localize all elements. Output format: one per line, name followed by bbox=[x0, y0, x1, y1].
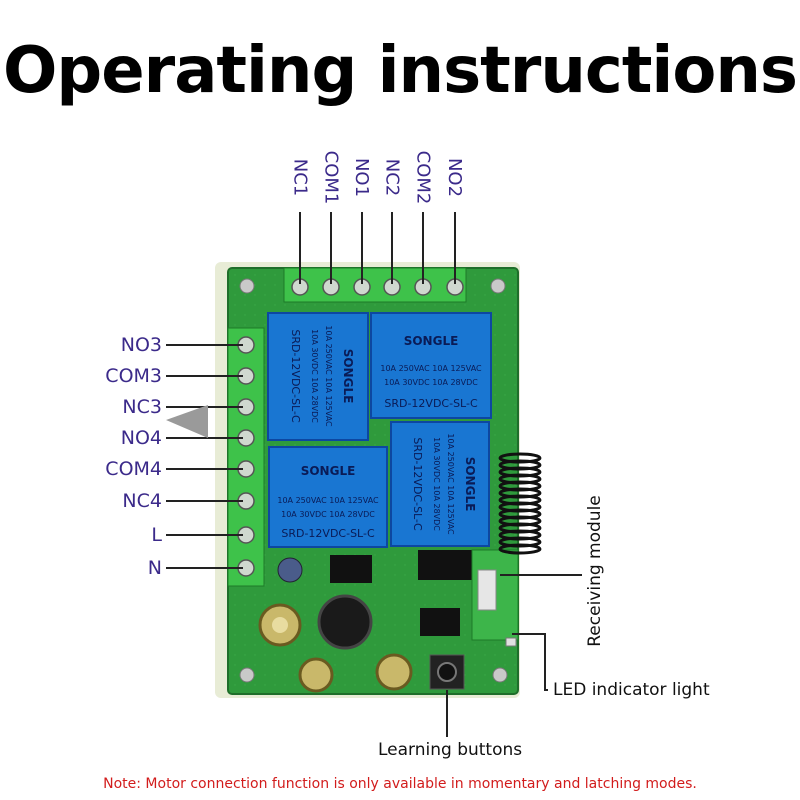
receiving-module-label: Receiving module bbox=[585, 495, 605, 647]
top-terminal-label-com2: COM2 bbox=[412, 150, 434, 204]
left-terminal-label-no3: NO3 bbox=[120, 334, 162, 356]
left-terminal-label-no4: NO4 bbox=[120, 427, 162, 449]
learning-button bbox=[429, 654, 465, 690]
svg-text:10A 250VAC 10A 125VAC: 10A 250VAC 10A 125VAC bbox=[324, 325, 333, 427]
mounting-holes bbox=[239, 278, 508, 683]
ic-chip bbox=[330, 550, 478, 636]
relay-3: SONGLE 10A 250VAC 10A 125VAC 10A 30VDC 1… bbox=[268, 446, 388, 548]
left-terminal-label-nc4: NC4 bbox=[122, 490, 162, 512]
led-indicator-label: LED indicator light bbox=[553, 680, 710, 700]
top-terminal-label-com1: COM1 bbox=[320, 150, 342, 204]
left-terminal-label-l: L bbox=[151, 524, 162, 546]
svg-text:SRD-12VDC-SL-C: SRD-12VDC-SL-C bbox=[281, 527, 375, 540]
note-text: Note: Motor connection function is only … bbox=[103, 776, 697, 792]
svg-text:SONGLE: SONGLE bbox=[463, 457, 477, 512]
pointer-arrow bbox=[166, 405, 208, 438]
left-terminal-label-n: N bbox=[147, 557, 162, 579]
learning-buttons-label: Learning buttons bbox=[378, 740, 523, 760]
antenna-coil bbox=[498, 452, 542, 555]
svg-text:10A 250VAC 10A 125VAC: 10A 250VAC 10A 125VAC bbox=[446, 433, 455, 535]
left-terminal-label-nc3: NC3 bbox=[122, 396, 162, 418]
svg-text:10A 30VDC 10A 28VDC: 10A 30VDC 10A 28VDC bbox=[432, 437, 441, 531]
left-terminal-label-com4: COM4 bbox=[105, 458, 162, 480]
svg-text:10A 250VAC 10A 125VAC: 10A 250VAC 10A 125VAC bbox=[380, 364, 482, 373]
svg-text:10A 30VDC 10A 28VDC: 10A 30VDC 10A 28VDC bbox=[310, 329, 319, 423]
top-terminal-label-nc1: NC1 bbox=[289, 158, 311, 196]
left-terminal-label-com3: COM3 bbox=[105, 365, 162, 387]
svg-text:SRD-12VDC-SL-C: SRD-12VDC-SL-C bbox=[289, 329, 302, 423]
svg-text:SONGLE: SONGLE bbox=[341, 349, 355, 404]
top-terminal-screws bbox=[291, 278, 464, 296]
relay-1: SONGLE 10A 250VAC 10A 125VAC 10A 30VDC 1… bbox=[267, 312, 369, 441]
relay-4: SONGLE 10A 250VAC 10A 125VAC 10A 30VDC 1… bbox=[390, 421, 490, 547]
top-terminal-label-no1: NO1 bbox=[351, 157, 373, 197]
capacitors bbox=[258, 557, 413, 693]
left-leader-lines bbox=[166, 344, 243, 569]
svg-text:SONGLE: SONGLE bbox=[301, 464, 356, 478]
top-terminal-label-no2: NO2 bbox=[444, 157, 466, 197]
svg-text:SRD-12VDC-SL-C: SRD-12VDC-SL-C bbox=[411, 437, 424, 531]
top-terminal-block bbox=[283, 267, 467, 303]
left-terminal-block bbox=[227, 327, 265, 587]
relay-2: SONGLE 10A 250VAC 10A 125VAC 10A 30VDC 1… bbox=[370, 312, 492, 419]
svg-text:10A 30VDC 10A 28VDC: 10A 30VDC 10A 28VDC bbox=[384, 378, 478, 387]
top-leader-lines bbox=[299, 212, 456, 284]
svg-text:10A 30VDC 10A 28VDC: 10A 30VDC 10A 28VDC bbox=[281, 510, 375, 519]
led-leader bbox=[512, 633, 548, 691]
svg-text:10A 250VAC 10A 125VAC: 10A 250VAC 10A 125VAC bbox=[277, 496, 379, 505]
led bbox=[505, 637, 517, 647]
svg-text:SRD-12VDC-SL-C: SRD-12VDC-SL-C bbox=[384, 397, 478, 410]
page-title: Operating instructions bbox=[3, 34, 798, 108]
svg-text:SONGLE: SONGLE bbox=[404, 334, 459, 348]
top-terminal-label-nc2: NC2 bbox=[381, 158, 403, 196]
inductor bbox=[317, 594, 373, 650]
